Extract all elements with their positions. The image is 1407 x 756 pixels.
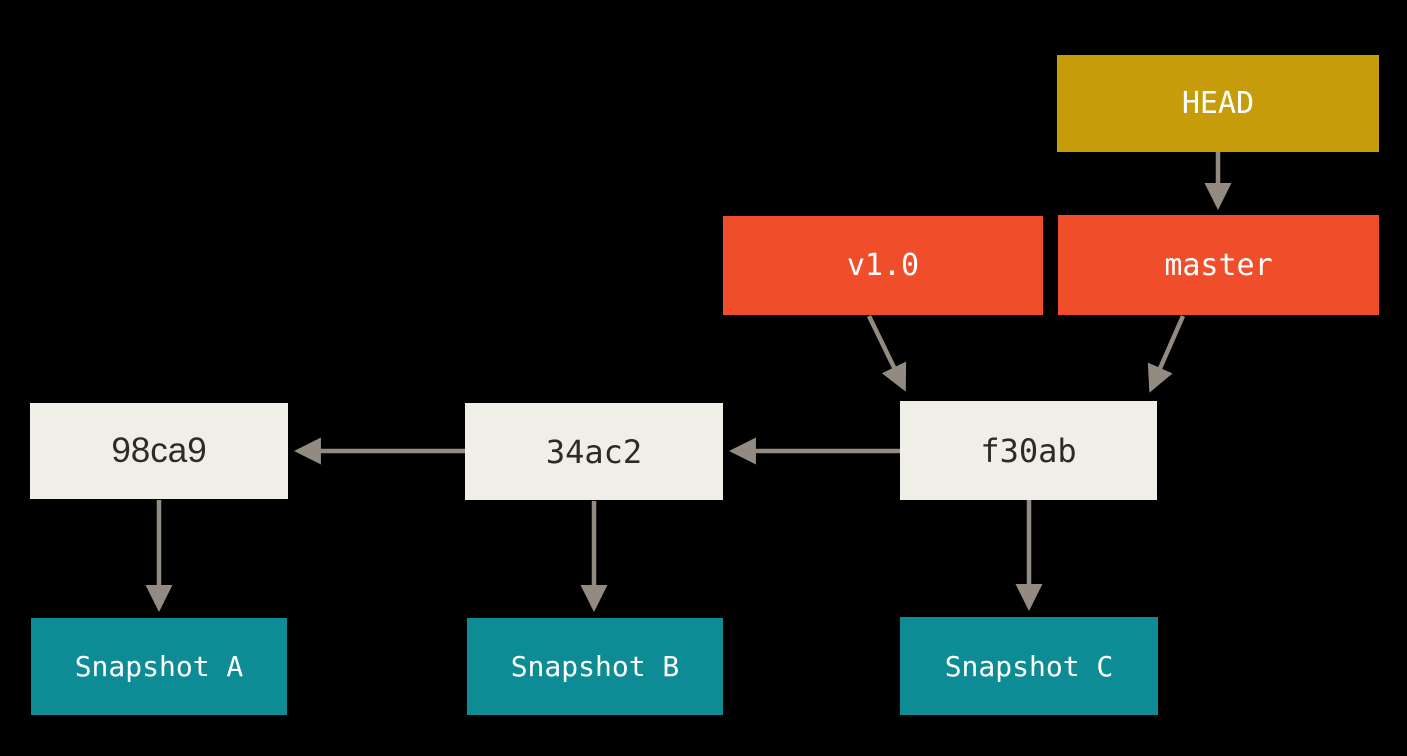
- branch-master-label: master: [1164, 247, 1273, 283]
- commit-f30ab-label: f30ab: [980, 431, 1077, 470]
- commit-98ca9-label: 98ca9: [111, 431, 207, 470]
- branch-master-box: master: [1058, 215, 1379, 315]
- head-label: HEAD: [1181, 86, 1255, 121]
- snapshot-a-box: Snapshot A: [31, 618, 287, 715]
- snapshot-b-label: Snapshot B: [510, 650, 680, 683]
- head-pointer-box: HEAD: [1057, 55, 1379, 152]
- snapshot-c-label: Snapshot C: [944, 649, 1114, 683]
- commit-98ca9-box: 98ca9: [30, 403, 288, 499]
- arrow-master-to-f30ab: [1147, 315, 1186, 393]
- tag-v1.0-label: v1.0: [846, 248, 920, 283]
- tag-v1.0-box: v1.0: [723, 216, 1043, 315]
- arrow-v10-to-f30ab: [866, 315, 907, 392]
- snapshot-b-box: Snapshot B: [467, 618, 723, 715]
- snapshot-c-box: Snapshot C: [900, 617, 1158, 715]
- commit-34ac2-label: 34ac2: [545, 432, 643, 471]
- commit-34ac2-box: 34ac2: [465, 403, 723, 500]
- snapshot-a-label: Snapshot A: [74, 650, 244, 683]
- commit-f30ab-box: f30ab: [900, 401, 1157, 500]
